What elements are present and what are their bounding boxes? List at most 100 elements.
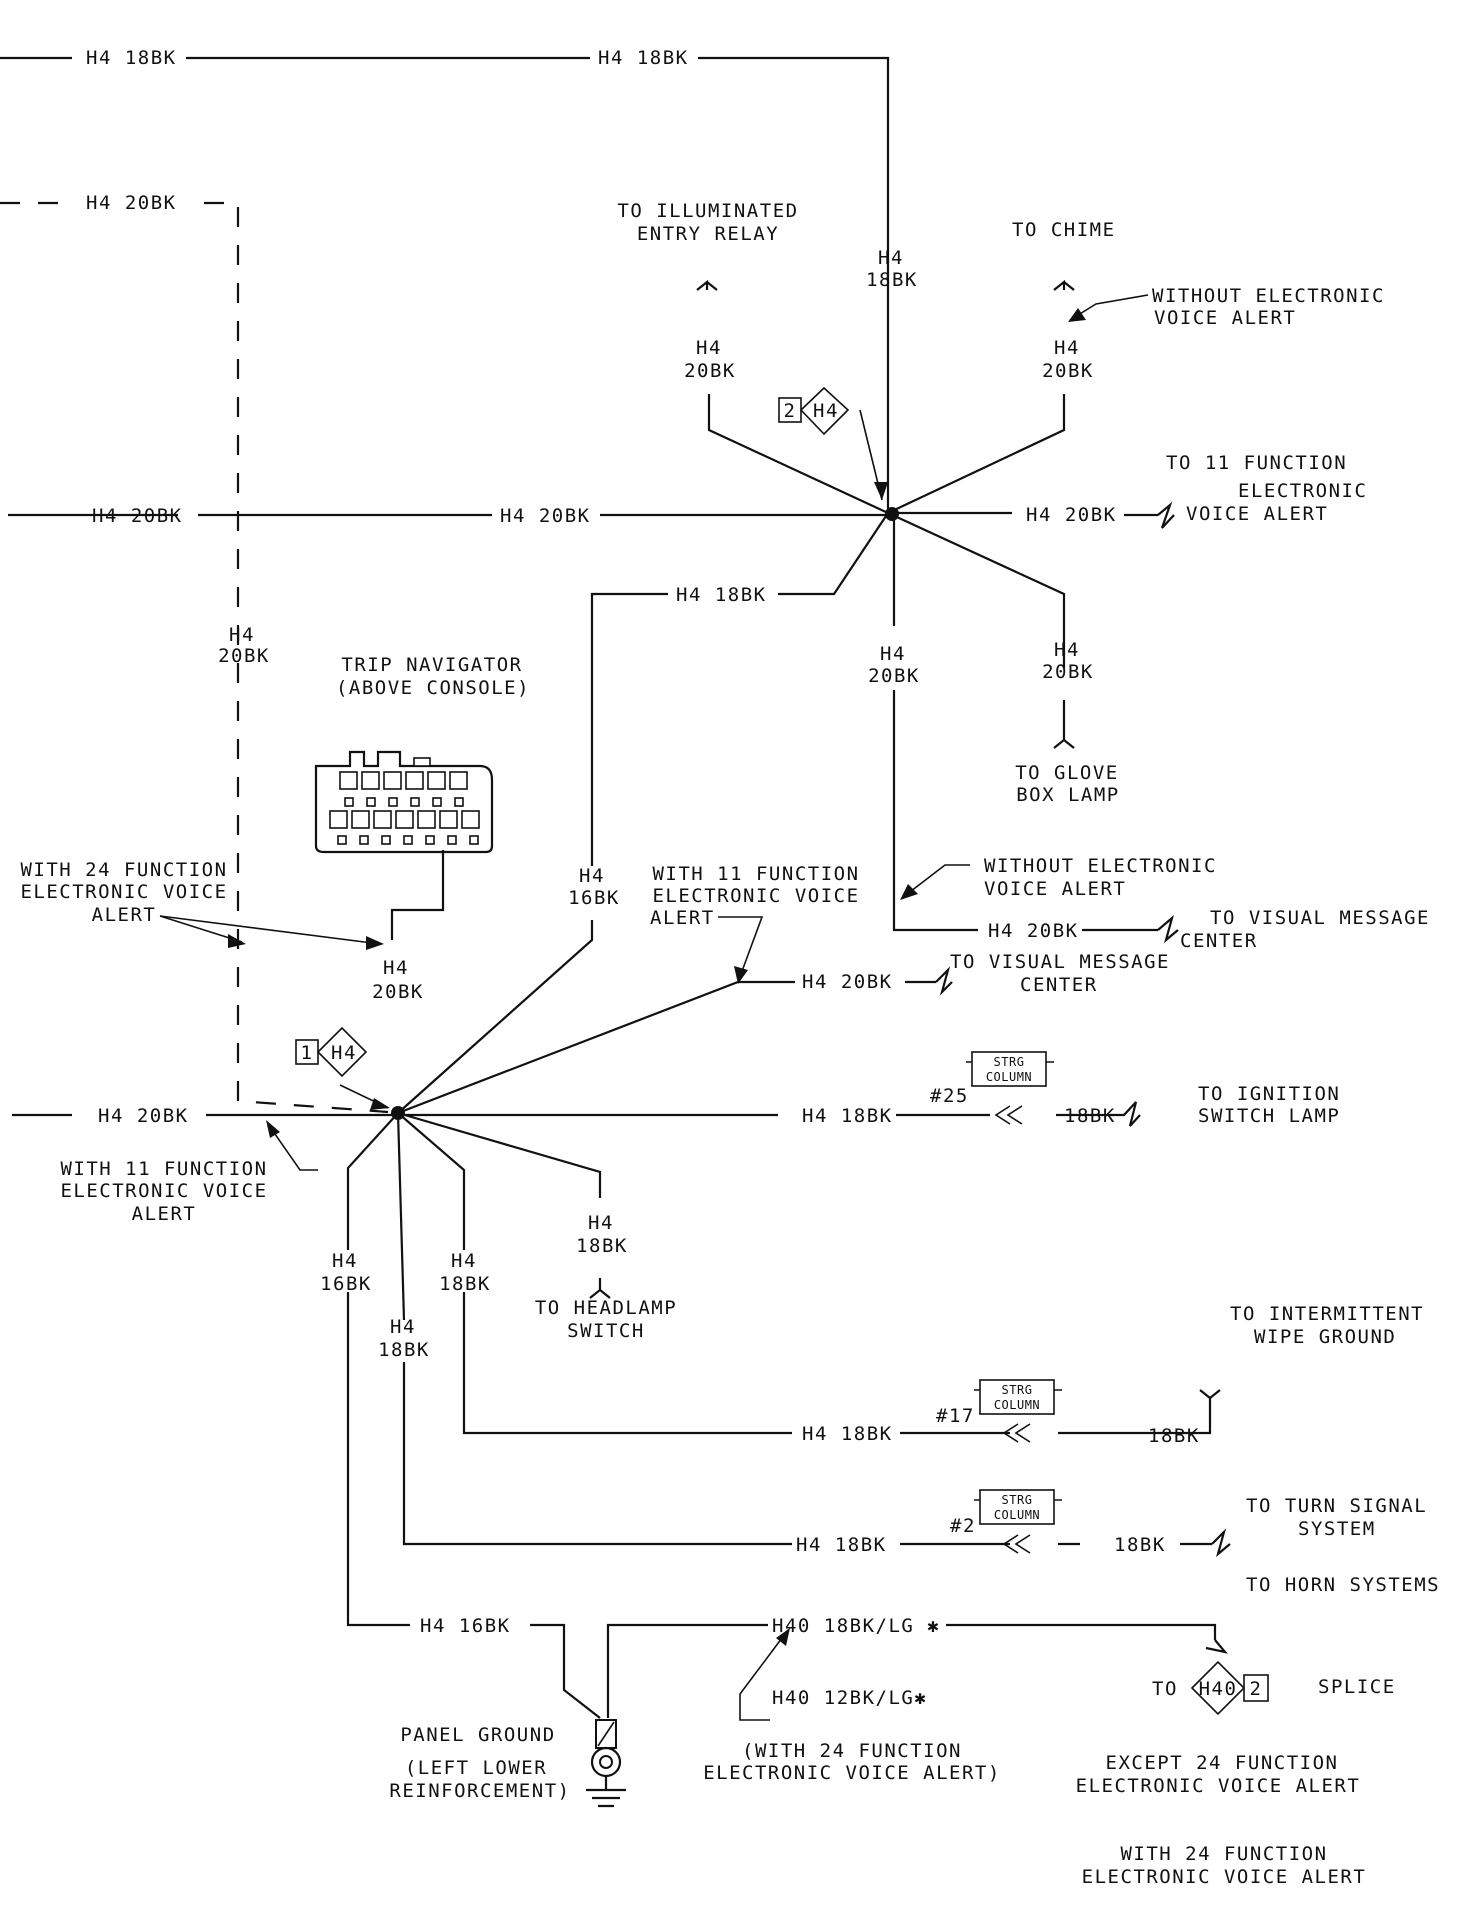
splice-callout-upper: 2 H4 <box>778 386 850 436</box>
destination-text: SWITCH LAMP <box>1198 1105 1340 1127</box>
destination-text: SPLICE <box>1318 1676 1396 1698</box>
destination-text: CENTER <box>1180 930 1258 952</box>
wire-label: 18BK <box>1114 1534 1166 1556</box>
note-text: ALERT <box>92 904 157 926</box>
wire-label: H4 18BK <box>676 584 767 606</box>
wire-label: H4 <box>696 337 722 359</box>
wire-label: 16BK <box>568 887 620 909</box>
splice-id: H40 <box>1199 1678 1238 1700</box>
pin-number: #2 <box>950 1515 976 1537</box>
destination-text: CENTER <box>1020 974 1098 996</box>
wire-label: H4 18BK <box>802 1423 893 1445</box>
destination-text: TO HORN SYSTEMS <box>1246 1574 1440 1596</box>
wires <box>0 56 1231 1719</box>
strg-column-17: STRG COLUMN <box>974 1379 1062 1443</box>
wire-label: H4 20BK <box>92 505 183 527</box>
wire-label: 20BK <box>372 981 424 1003</box>
panel-ground-symbol <box>586 1719 626 1808</box>
wire-label: 20BK <box>1042 360 1094 382</box>
leader-arrows <box>159 294 1149 1721</box>
note-text: EXCEPT 24 FUNCTION <box>1106 1752 1339 1774</box>
trip-navigator-connector <box>314 750 494 854</box>
wire-label: H4 <box>880 643 906 665</box>
wire-label: H4 20BK <box>988 920 1079 942</box>
pin-number: #17 <box>936 1405 975 1427</box>
note-text: ELECTRONIC VOICE ALERT <box>1082 1866 1367 1888</box>
strg-label: STRG <box>994 1055 1025 1069</box>
wire-label: H4 <box>579 865 605 887</box>
strg-label: STRG <box>1002 1493 1033 1507</box>
column-label: COLUMN <box>994 1398 1040 1412</box>
note-text: ELECTRONIC VOICE <box>652 885 859 907</box>
wire-label: 20BK <box>218 645 270 667</box>
wire-label: H4 18BK <box>802 1105 893 1127</box>
destination-text: TO VISUAL MESSAGE <box>950 951 1170 973</box>
destination-text: TO INTERMITTENT <box>1230 1303 1424 1325</box>
wire-label: 18BK <box>378 1339 430 1361</box>
wire-label: 18BK <box>576 1235 628 1257</box>
wire-label: H4 <box>229 624 255 646</box>
note-text: ALERT <box>132 1203 197 1225</box>
note-text: WITHOUT ELECTRONIC <box>1152 285 1385 307</box>
destination-text: BOX LAMP <box>1016 784 1120 806</box>
wire-label: H4 <box>332 1250 358 1272</box>
wire-label: H40 12BK/LG✱ <box>772 1687 927 1709</box>
strg-column-connectors: STRG COLUMN STRG COLUMN STRG COLUMN <box>966 1051 1062 1554</box>
splice-callout-lower: 1 H4 <box>295 1026 368 1078</box>
destination-text: SWITCH <box>567 1320 645 1342</box>
pin-number: #25 <box>930 1085 969 1107</box>
ground-location: REINFORCEMENT) <box>389 1780 570 1802</box>
splice-callout-h40: H40 2 <box>1190 1660 1269 1716</box>
note-text: WITH 24 FUNCTION <box>1120 1843 1327 1865</box>
wire-label: H4 20BK <box>86 192 177 214</box>
wire-label: H4 <box>1054 337 1080 359</box>
wire-label: H4 18BK <box>796 1534 887 1556</box>
note-text: WITH 11 FUNCTION <box>652 863 859 885</box>
note-text: ELECTRONIC VOICE <box>60 1180 267 1202</box>
strg-column-2: STRG COLUMN <box>974 1489 1062 1554</box>
ground-location: (LEFT LOWER <box>405 1757 547 1779</box>
wire-label: 18BK <box>439 1273 491 1295</box>
destination-text: TO HEADLAMP <box>535 1297 677 1319</box>
wire-label: H4 <box>451 1250 477 1272</box>
component-subtitle: (ABOVE CONSOLE) <box>336 677 530 699</box>
wire-label: H40 18BK/LG ✱ <box>772 1615 940 1637</box>
wire-label: H4 18BK <box>598 47 689 69</box>
component-title: TRIP NAVIGATOR <box>341 654 522 676</box>
note-text: ALERT <box>650 907 715 929</box>
note-text: VOICE ALERT <box>1154 307 1296 329</box>
wire-label: 20BK <box>868 665 920 687</box>
column-label: COLUMN <box>994 1508 1040 1522</box>
destination-text: ENTRY RELAY <box>637 223 779 245</box>
wire-label: H4 18BK <box>86 47 177 69</box>
destination-text: SYSTEM <box>1298 1518 1376 1540</box>
wire-label: H4 <box>1054 639 1080 661</box>
note-text: WITHOUT ELECTRONIC <box>984 855 1217 877</box>
strg-column-25: STRG COLUMN <box>966 1051 1054 1125</box>
wire-label: H4 20BK <box>802 971 893 993</box>
wire-label: H4 20BK <box>98 1105 189 1127</box>
splice-id: H4 <box>813 400 839 422</box>
destination-text: TO CHIME <box>1012 219 1116 241</box>
notes: TRIP NAVIGATOR (ABOVE CONSOLE) WITH 24 F… <box>20 654 859 1802</box>
wire-label: 20BK <box>684 360 736 382</box>
note-text: ELECTRONIC VOICE ALERT) <box>703 1762 1001 1784</box>
wire-label: H4 16BK <box>420 1615 511 1637</box>
wire-label: H4 <box>390 1316 416 1338</box>
wire-label: H4 20BK <box>1026 504 1117 526</box>
ground-title: PANEL GROUND <box>400 1724 555 1746</box>
wire-label: H4 20BK <box>500 505 591 527</box>
splice-number: 2 <box>784 400 797 422</box>
destination-text: TO TURN SIGNAL <box>1246 1495 1427 1517</box>
wire-label: 20BK <box>1042 661 1094 683</box>
destination-text: TO IGNITION <box>1198 1083 1340 1105</box>
note-text: WITH 11 FUNCTION <box>60 1158 267 1180</box>
wire-label: 18BK <box>1064 1105 1116 1127</box>
note-text: WITH 24 FUNCTION <box>20 859 227 881</box>
splice-id: H4 <box>331 1042 357 1064</box>
wire-label: 18BK <box>1148 1425 1200 1447</box>
destination-text: TO <box>1152 1678 1178 1700</box>
destination-text: TO VISUAL MESSAGE <box>1210 907 1430 929</box>
note-text: (WITH 24 FUNCTION <box>742 1740 962 1762</box>
